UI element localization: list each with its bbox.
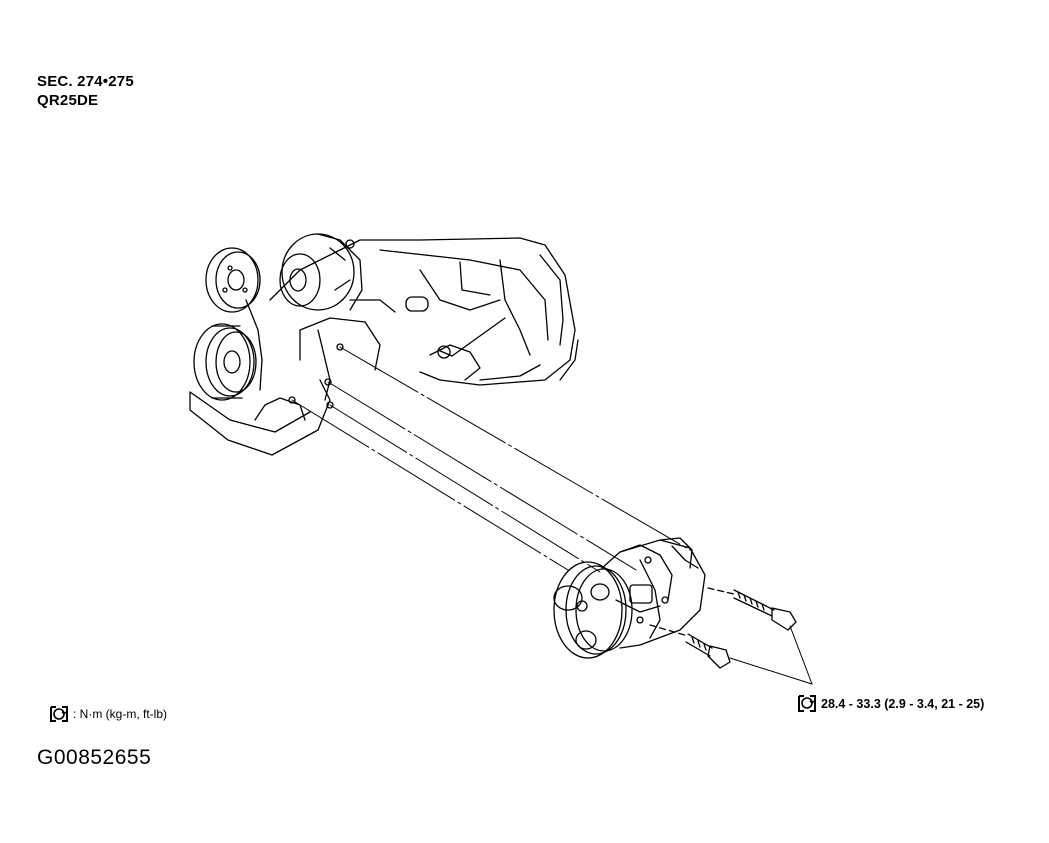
torque-wrench-icon	[798, 695, 816, 712]
crankshaft-pulley	[193, 323, 257, 401]
upper-mounting-bolt	[707, 587, 797, 631]
section-reference: SEC. 274•275	[37, 73, 134, 90]
unit-legend: : N·m (kg-m, ft-lb)	[48, 703, 167, 725]
alignment-lines	[291, 346, 691, 573]
engine-block	[189, 237, 579, 456]
engine-code: QR25DE	[37, 92, 99, 109]
alternator	[279, 233, 363, 311]
lower-mounting-bolt	[649, 624, 731, 669]
ac-compressor	[553, 537, 706, 659]
torque-spec-text: 28.4 - 33.3 (2.9 - 3.4, 21 - 25)	[821, 697, 985, 711]
idler-pulley	[205, 247, 261, 313]
torque-leader-lines	[729, 625, 813, 685]
figure-id: G00852655	[37, 746, 152, 769]
unit-legend-text: : N·m (kg-m, ft-lb)	[73, 707, 167, 721]
torque-wrench-icon	[50, 706, 68, 722]
torque-spec-callout: 28.4 - 33.3 (2.9 - 3.4, 21 - 25)	[796, 692, 984, 716]
